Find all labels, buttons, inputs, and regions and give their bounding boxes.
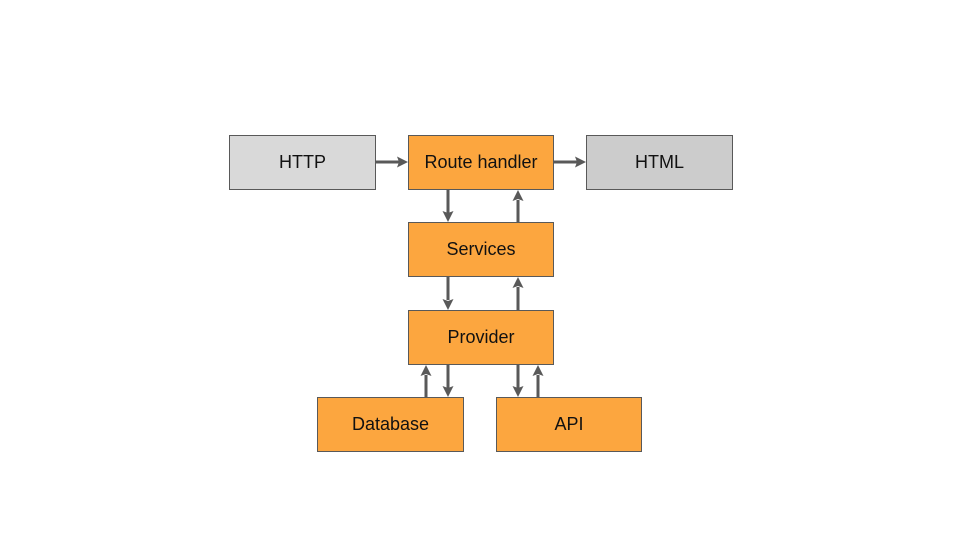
api-label: API: [554, 414, 584, 434]
services-node: Services: [408, 222, 554, 277]
arrowhead-http-to-route: [397, 156, 408, 168]
arrowhead-provider-to-api: [512, 386, 524, 397]
database-node: Database: [317, 397, 464, 452]
provider-node: Provider: [408, 310, 554, 365]
services-label: Services: [446, 239, 516, 259]
html-node: HTML: [586, 135, 733, 190]
database-label: Database: [351, 414, 430, 434]
arrowhead-provider-to-database: [442, 386, 454, 397]
http-label: HTTP: [279, 152, 326, 172]
arrowhead-provider-to-services: [512, 277, 524, 288]
arrowhead-services-to-route: [512, 190, 524, 201]
provider-label: Provider: [447, 327, 515, 347]
api-node: API: [496, 397, 642, 452]
arrowhead-route-to-html: [575, 156, 586, 168]
arrowhead-database-to-provider: [420, 365, 432, 376]
arrowhead-api-to-provider: [532, 365, 544, 376]
route-handler-label: Route handler: [424, 152, 538, 172]
http-node: HTTP: [229, 135, 376, 190]
html-label: HTML: [635, 152, 684, 172]
route-handler-node: Route handler: [408, 135, 554, 190]
arrowhead-route-to-services: [442, 211, 454, 222]
arrowhead-services-to-provider: [442, 299, 454, 310]
